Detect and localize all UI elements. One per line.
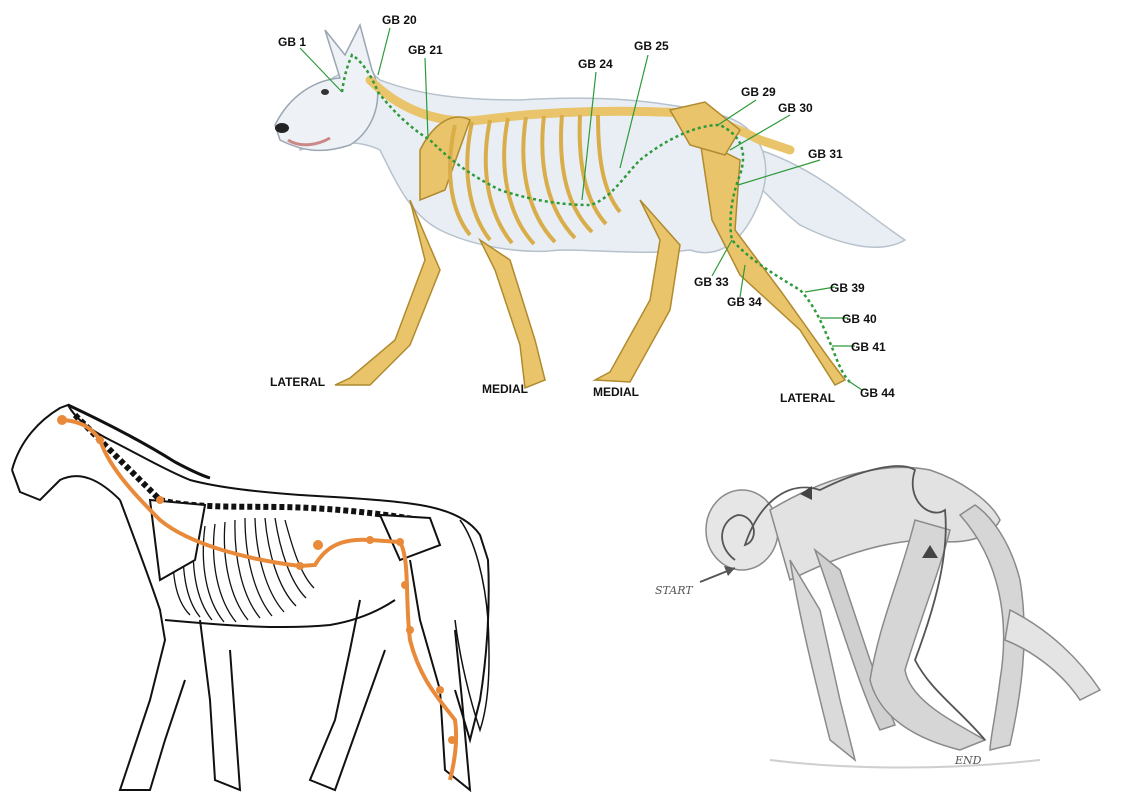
gb41-label: GB 41 [851, 340, 886, 354]
human-ground-shadow [770, 760, 1040, 768]
gb44-label: GB 44 [860, 386, 895, 400]
human-torso [770, 467, 1000, 580]
medial-hind-label: MEDIAL [593, 385, 639, 399]
horse-hind-leg1 [310, 600, 385, 790]
gb40-label: GB 40 [842, 312, 877, 326]
lateral-front-label: LATERAL [270, 375, 325, 389]
gb24-label: GB 24 [578, 57, 613, 71]
human-figure [706, 467, 1100, 760]
horse-figure [12, 405, 489, 790]
lateral-hind-label: LATERAL [780, 391, 835, 405]
horse-head-outline [12, 405, 489, 740]
horse-tail [455, 520, 489, 730]
horse-pelvis [380, 515, 440, 560]
horse-muzzle [12, 470, 120, 500]
gb34-label: GB 34 [727, 295, 762, 309]
gb20-label: GB 20 [382, 13, 417, 27]
human-head [706, 490, 778, 570]
gb39-label: GB 39 [830, 281, 865, 295]
dog-front-leg-left [335, 200, 440, 385]
horse-hind-leg2 [410, 560, 470, 790]
dog-nose [275, 123, 289, 133]
gb31-label: GB 31 [808, 147, 843, 161]
horse-mane [68, 405, 210, 478]
horse-spine [75, 415, 420, 520]
dog-front-leg-right [480, 240, 545, 388]
gb33-label: GB 33 [694, 275, 729, 289]
gb25-label: GB 25 [634, 39, 669, 53]
gb29-label: GB 29 [741, 85, 776, 99]
horse-meridian-points [57, 415, 456, 744]
dog-tail [745, 150, 905, 247]
gb21-label: GB 21 [408, 43, 443, 57]
horse-meridian-path [60, 420, 456, 780]
dog-figure: GB 1 GB 20 GB 21 GB 24 GB 25 GB 29 GB 30… [270, 13, 905, 405]
horse-belly [165, 600, 395, 627]
gb1-label: GB 1 [278, 35, 306, 49]
start-label: START [655, 584, 694, 597]
gb30-label: GB 30 [778, 101, 813, 115]
horse-front-leg2 [200, 620, 240, 790]
medial-front-label: MEDIAL [482, 382, 528, 396]
dog-eye [321, 89, 329, 95]
